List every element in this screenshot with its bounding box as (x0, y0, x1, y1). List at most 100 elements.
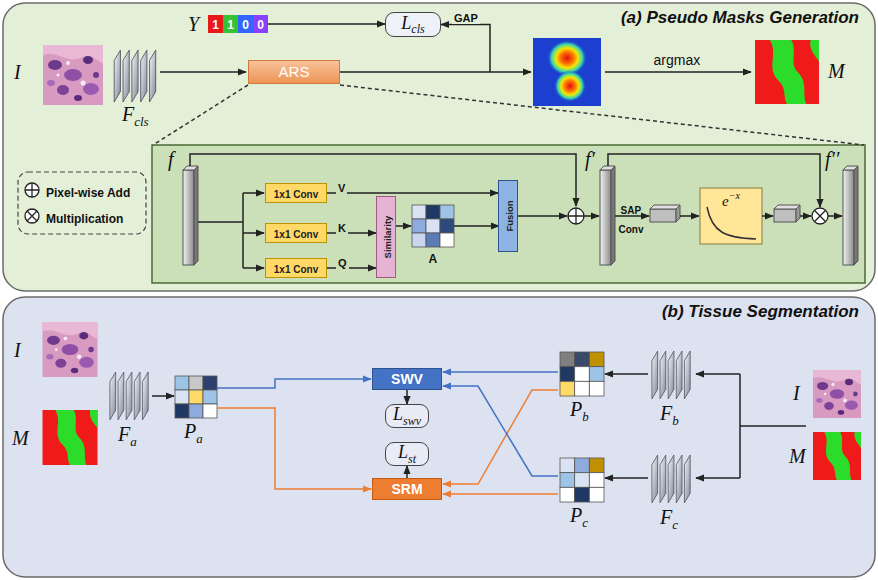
flow-arrow (160, 71, 246, 73)
node-text: 1x1 Conv (274, 229, 318, 240)
loss-box: Lswv (385, 404, 429, 428)
label: f′′ (825, 149, 839, 169)
symbol-label: Pc (570, 505, 588, 529)
node-text: 1x1 Conv (274, 189, 318, 200)
module-box: SWV (372, 368, 442, 390)
matrix-cell (412, 233, 426, 247)
matrix-cell (589, 473, 604, 488)
conv-box: 1x1 Conv (265, 223, 327, 243)
flow-arrow (243, 192, 264, 194)
matrix-cell (440, 205, 454, 219)
matrix-cell (589, 381, 604, 396)
matrix-cell (189, 376, 203, 390)
flow-arrow (828, 215, 842, 217)
pooled-vector (650, 205, 680, 209)
heatmap (533, 38, 601, 106)
matrix-and-arrows (152, 72, 864, 502)
subscript-text: a (196, 431, 203, 446)
label-text: P (570, 398, 582, 420)
mask-image (813, 432, 861, 480)
text-holder: Similarity (378, 216, 394, 259)
label-text: f′′ (825, 148, 839, 170)
node-text: L (401, 13, 411, 33)
matrix-cell (575, 473, 590, 488)
flow-arrow (152, 395, 174, 397)
connector (327, 267, 376, 269)
pooled-vector (676, 205, 680, 222)
tissue-image (43, 322, 98, 377)
matrix-cell (560, 458, 575, 473)
label-text: F (118, 423, 130, 445)
text-holder: 0 (257, 16, 264, 32)
matrix-cell (575, 381, 590, 396)
node-text: SRM (391, 481, 422, 497)
text-holder: Lswv (393, 405, 421, 426)
edge-label-text: V (336, 182, 347, 194)
node-text: ARS (279, 63, 310, 80)
matrix (175, 376, 217, 418)
fusion-box: Fusion (498, 180, 518, 252)
text-holder: 1x1 Conv (274, 225, 318, 241)
node-text: L (398, 442, 408, 462)
edge-label-text: Q (336, 257, 349, 269)
node-text: e (722, 193, 729, 209)
matrix-cell (175, 404, 189, 418)
label-cell: 0 (253, 15, 268, 33)
panel-background (3, 3, 875, 291)
label-cell: 0 (238, 15, 253, 33)
feature-bar (183, 166, 198, 170)
flow-arrow (696, 373, 740, 375)
label: A (429, 250, 438, 266)
matrix-cell (203, 376, 217, 390)
exp-function-box: e−x (700, 188, 762, 244)
feature-bar (600, 166, 615, 170)
text-holder: Lst (398, 443, 416, 464)
legend-entry: Multiplication (46, 209, 123, 227)
label-text: P (184, 420, 196, 442)
matrix-cell (575, 458, 590, 473)
edge-label: GAP (452, 8, 480, 26)
mask-image (43, 40, 862, 480)
node-text: (a) Pseudo Masks Generation (621, 8, 859, 27)
label: f (168, 149, 174, 169)
label-text: argmax (654, 52, 701, 68)
legend-frame (25, 183, 39, 197)
subscript-text: c (672, 517, 678, 532)
panel-background (3, 3, 875, 577)
flow-arrow (443, 386, 558, 476)
label-text: Y (188, 13, 199, 35)
label-text: Conv (619, 224, 644, 235)
panel: (a) Pseudo Masks Generation1100LclsARS1x… (3, 3, 875, 291)
flow-arrow (443, 390, 558, 484)
loss-box: Lst (385, 442, 429, 466)
text-holder: Fusion (500, 200, 516, 231)
label: f′ (585, 149, 595, 169)
matrix-cell (189, 404, 203, 418)
feature-bar (194, 166, 198, 265)
node-text: L (393, 404, 403, 424)
node-text: SWV (391, 371, 423, 387)
label-text: I (14, 61, 21, 83)
legend-frame (18, 172, 146, 234)
label-text: I (793, 382, 800, 404)
zoom-guide-line (340, 85, 864, 145)
flow-arrow (243, 267, 264, 269)
panel-title: (a) Pseudo Masks Generation (621, 8, 859, 28)
pooled-vector (796, 205, 800, 222)
legend-frame (27, 211, 37, 221)
label-text: SAP (621, 205, 642, 216)
edge-label-text: GAP (452, 12, 480, 24)
module-box: SRM (372, 478, 442, 500)
node-script-text: cls (411, 22, 424, 36)
label-text: F (122, 103, 134, 125)
tissue-image (43, 45, 862, 418)
node-script-text: −x (729, 190, 740, 201)
matrix-cell (560, 381, 575, 396)
flow-arrow (443, 371, 558, 373)
node-text: Similarity (382, 216, 393, 259)
legend-frame (25, 209, 39, 223)
matrix (560, 458, 604, 502)
matrix-cell (175, 390, 189, 404)
exp-function-box (700, 188, 762, 244)
